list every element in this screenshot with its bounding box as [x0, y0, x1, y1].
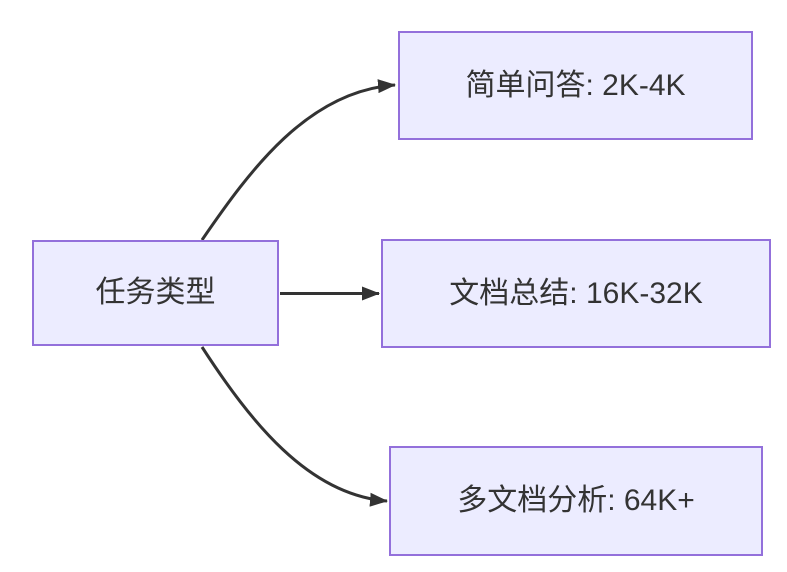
node-simple-qa: 简单问答: 2K-4K [398, 31, 753, 140]
node-task-type-label: 任务类型 [95, 276, 216, 310]
node-multi-doc: 多文档分析: 64K+ [389, 446, 763, 556]
node-multi-doc-label: 多文档分析: 64K+ [457, 484, 695, 518]
node-doc-summary: 文档总结: 16K-32K [381, 239, 771, 348]
edge-task-type-to-multi-doc [200, 346, 388, 507]
node-task-type: 任务类型 [32, 240, 279, 346]
node-doc-summary-label: 文档总结: 16K-32K [449, 276, 703, 310]
edge-task-type-to-simple-qa [200, 79, 396, 241]
node-simple-qa-label: 简单问答: 2K-4K [465, 68, 686, 102]
